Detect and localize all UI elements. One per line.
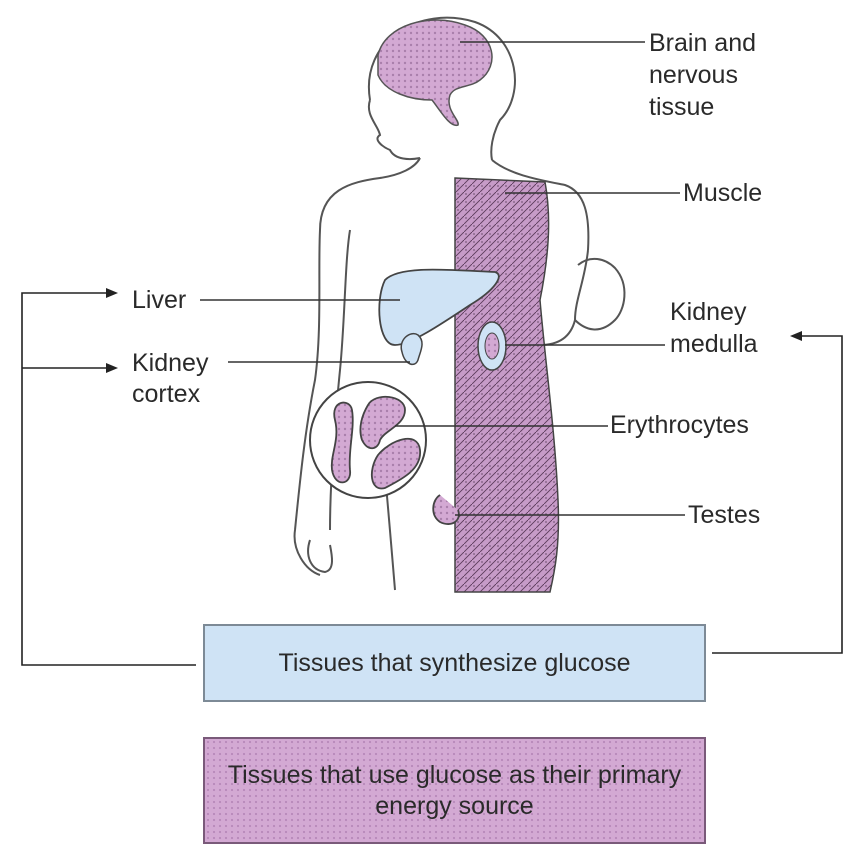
legend-use-text: Tissues that use glucose as their primar… (205, 760, 704, 822)
legend-synthesize-text: Tissues that synthesize glucose (278, 648, 630, 679)
label-testes: Testes (688, 500, 760, 530)
label-brain: Brain and nervous tissue (649, 27, 756, 123)
label-kidney-cortex: Kidney cortex (132, 348, 208, 410)
synthesize-bracket-right (712, 336, 842, 653)
arrow-liver (106, 288, 118, 298)
legend-use-box: Tissues that use glucose as their primar… (203, 737, 706, 844)
kidney-left (401, 334, 422, 365)
brain-shape (378, 20, 492, 125)
arrow-kidney-cortex (106, 363, 118, 373)
label-muscle: Muscle (683, 178, 762, 208)
label-liver: Liver (132, 285, 186, 315)
arrow-kidney-medulla (790, 331, 802, 341)
legend-synthesize-box: Tissues that synthesize glucose (203, 624, 706, 702)
label-erythrocytes: Erythrocytes (610, 410, 749, 440)
muscle-region (455, 178, 558, 592)
label-kidney-medulla: Kidney medulla (670, 296, 758, 360)
